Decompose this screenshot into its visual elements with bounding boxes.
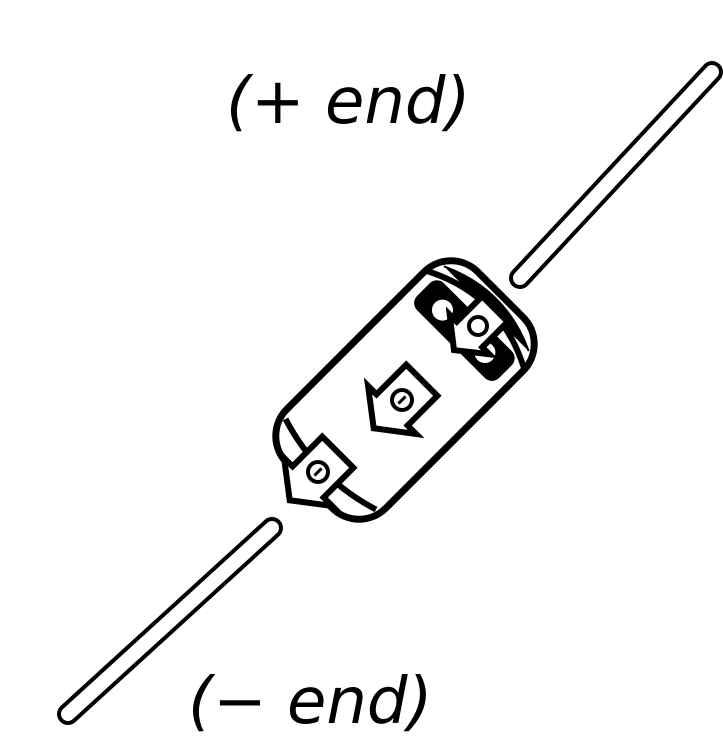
positive-end-label: (+ end) (226, 65, 471, 139)
polarity-marker-2 (363, 360, 442, 439)
positive-lead-wire (509, 61, 723, 289)
negative-lead-wire (57, 517, 283, 725)
negative-end-label: (− end) (188, 665, 433, 739)
polarity-marker-1 (279, 432, 358, 511)
polarity-marker-3 (445, 292, 512, 359)
